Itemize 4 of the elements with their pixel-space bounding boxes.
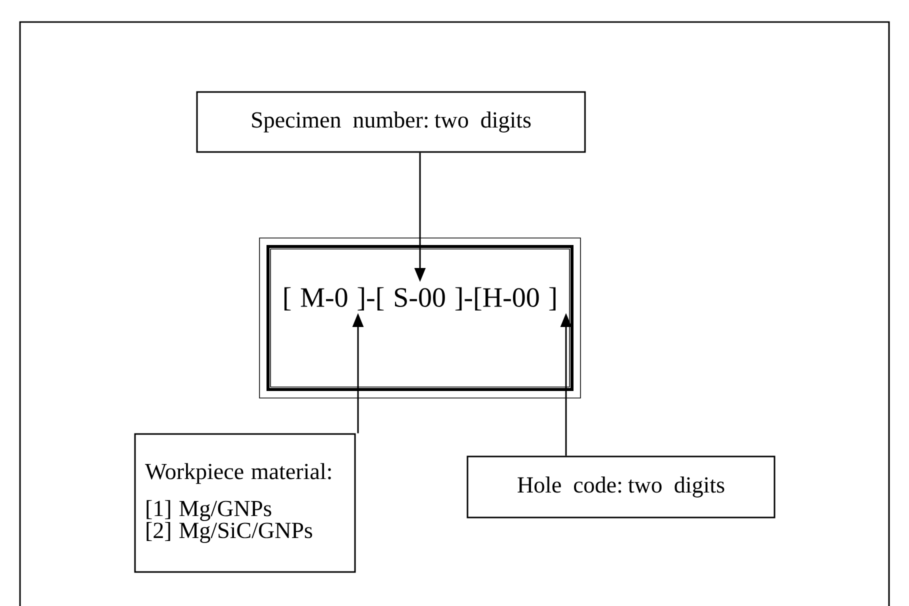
list-box: Workpiece material: [1] Mg/GNPs [2] Mg/SiC/GNPs (134, 433, 356, 573)
text-box: Hole code: two digits (466, 456, 776, 518)
text-box: Specimen number: two digits (196, 91, 586, 153)
code-frame: [ M-0 ]-[ S-00 ]-[H-00 ] (259, 238, 581, 398)
